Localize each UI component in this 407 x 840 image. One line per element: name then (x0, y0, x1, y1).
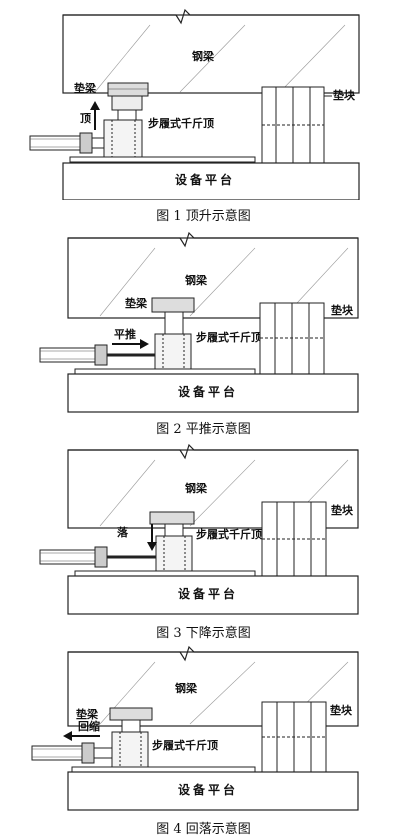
figure-2-caption: 图 2 平推示意图 (156, 422, 251, 437)
platform-label: 设备平台 (178, 384, 238, 399)
equipment-platform: 设备平台 (67, 771, 359, 811)
jack-label: 步履式千斤顶 (196, 527, 262, 541)
block-label: 垫块 (333, 88, 356, 102)
figure-2: 钢梁 垫梁 步履式千斤顶 平推 (0, 228, 407, 418)
support-blocks: 垫块 (261, 86, 356, 164)
steel-beam: 钢梁 (62, 8, 360, 94)
action-label: 顶 (80, 112, 91, 125)
figure-3: 钢梁 步履式千斤顶 落 (0, 440, 407, 620)
pad-beam-label: 垫梁 (74, 81, 97, 95)
action-label: 平推 (114, 327, 136, 341)
stepping-jack: 步履式千斤顶 (155, 523, 262, 575)
jack-label: 步履式千斤顶 (148, 116, 214, 130)
action-label: 回缩 (78, 719, 100, 733)
push-cylinder (39, 546, 156, 568)
equipment-platform: 设备平台 (67, 373, 359, 413)
jack-label: 步履式千斤顶 (152, 738, 218, 752)
stepping-jack: 步履式千斤顶 (103, 95, 214, 161)
action-label: 落 (117, 525, 129, 539)
support-blocks: 垫块 (259, 302, 354, 375)
beam-label: 钢梁 (192, 49, 215, 63)
support-blocks: 垫块 (261, 701, 353, 773)
equipment-platform: 设备平台 (62, 162, 360, 200)
beam-label: 钢梁 (175, 681, 198, 695)
figure-1-drawing: 钢梁 垫梁 步履式千斤顶 顶 (29, 8, 360, 200)
push-cylinder (29, 132, 105, 154)
pad-beam-label: 垫梁 (76, 707, 99, 721)
equipment-platform: 设备平台 (67, 575, 359, 615)
figure-4: 钢梁 垫梁 步履式千斤顶 回缩 (0, 642, 407, 814)
lift-arrow: 顶 (80, 101, 100, 130)
platform-label: 设备平台 (178, 782, 238, 797)
retract-arrow: 回缩 (63, 719, 100, 741)
pad-beam-label: 垫梁 (125, 296, 148, 310)
slide-rail (69, 156, 256, 163)
block-label: 垫块 (330, 703, 353, 717)
stepping-jack: 步履式千斤顶 (111, 719, 218, 771)
slide-rail (71, 766, 256, 773)
pad-beam: 垫梁 (125, 296, 195, 313)
pad-beam: 垫梁 (74, 81, 149, 97)
figure-4-drawing: 钢梁 垫梁 步履式千斤顶 回缩 (31, 645, 359, 811)
jack-label: 步履式千斤顶 (196, 330, 262, 344)
push-arrow: 平推 (112, 327, 149, 349)
block-label: 垫块 (331, 303, 354, 317)
block-label: 垫块 (331, 503, 354, 517)
push-cylinder (31, 742, 113, 764)
figure-3-caption: 图 3 下降示意图 (156, 626, 251, 641)
platform-label: 设备平台 (178, 586, 238, 601)
lower-arrow: 落 (117, 524, 157, 551)
pad-beam: 垫梁 (76, 707, 153, 721)
figure-1: 钢梁 垫梁 步履式千斤顶 顶 (0, 0, 407, 200)
slide-rail (74, 570, 256, 577)
figure-2-drawing: 钢梁 垫梁 步履式千斤顶 平推 (39, 231, 359, 413)
platform-label: 设备平台 (175, 172, 235, 187)
beam-label: 钢梁 (185, 273, 208, 287)
beam-label: 钢梁 (185, 481, 208, 495)
figure-1-caption: 图 1 顶升示意图 (156, 209, 251, 224)
figure-3-drawing: 钢梁 步履式千斤顶 落 (39, 443, 359, 615)
support-blocks: 垫块 (261, 501, 354, 577)
figure-4-caption: 图 4 回落示意图 (156, 822, 251, 837)
slide-rail (74, 368, 256, 375)
pad-beam (149, 511, 195, 525)
stepping-jack: 步履式千斤顶 (154, 311, 262, 373)
push-cylinder (39, 344, 155, 366)
